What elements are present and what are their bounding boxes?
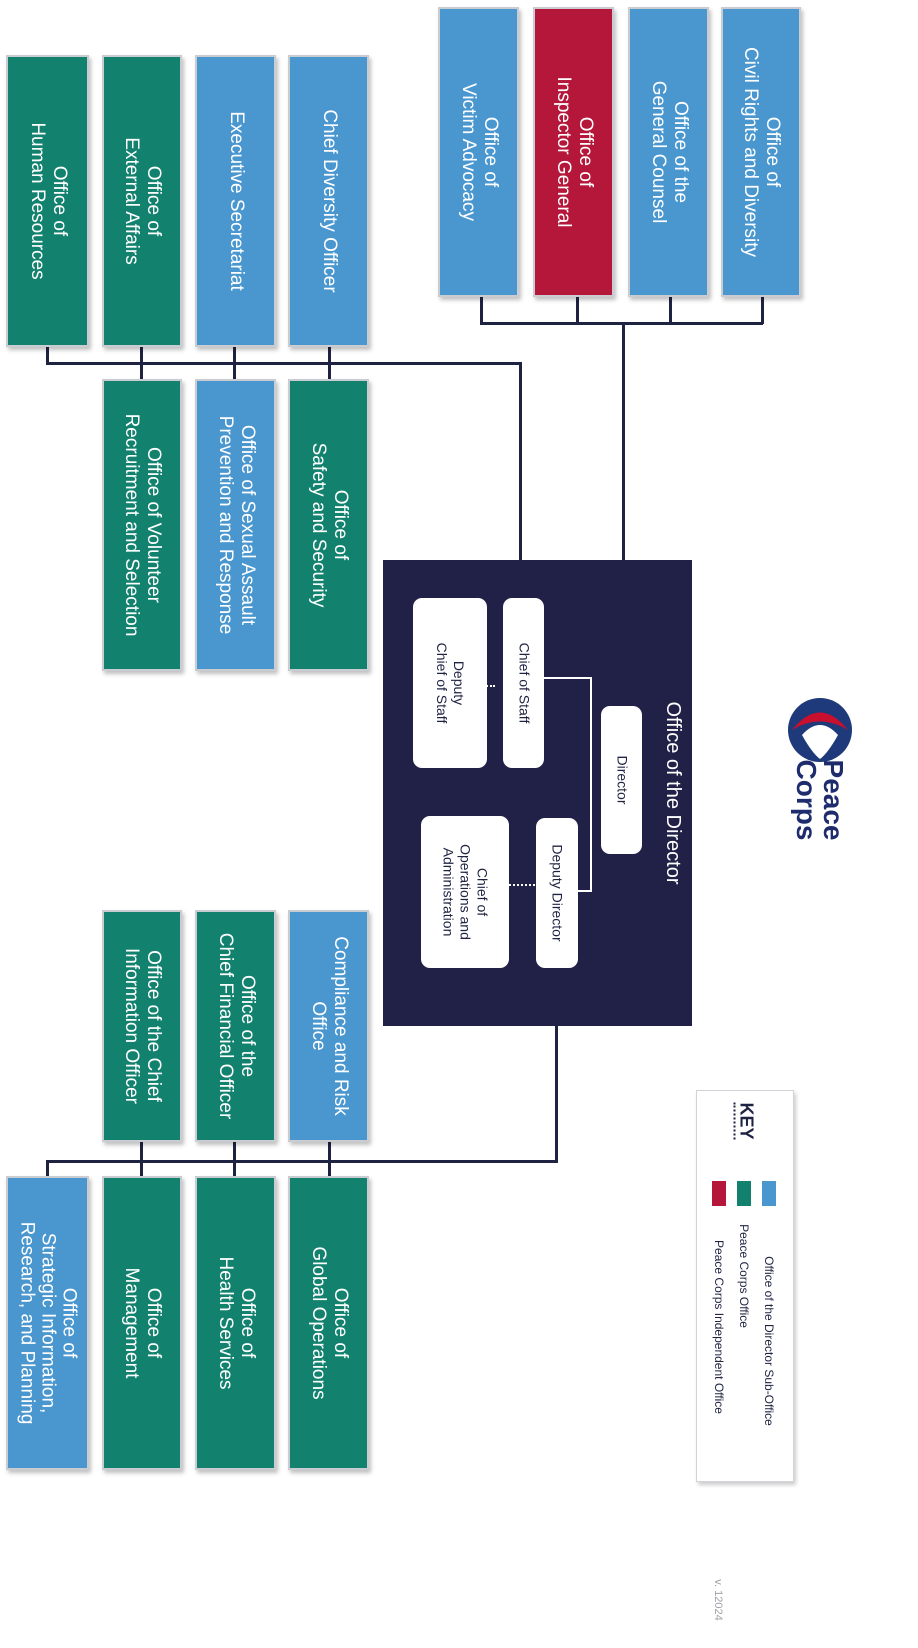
key-swatch-blue <box>762 1181 776 1206</box>
version-label: v. 12024 <box>712 1579 724 1621</box>
office-cfo-label: Office of the Chief Financial Officer <box>214 932 258 1120</box>
deputy-director-label: Deputy Director <box>549 844 566 942</box>
office-safety-security-label: Office of Safety and Security <box>307 442 351 608</box>
peace-corps-logo: Peace Corps <box>772 695 868 840</box>
office-external-affairs-label: Office of External Affairs <box>121 137 164 265</box>
office-civil-rights-box: Office of Civil Rights and Diversity <box>721 7 801 297</box>
peace-corps-emblem-icon <box>788 698 852 762</box>
key-swatch-teal <box>737 1181 751 1206</box>
key-legend: KEY Office of the Director Sub-Office Pe… <box>696 1090 794 1482</box>
office-volunteer-recruitment-label: Office of Volunteer Recruitment and Sele… <box>121 413 164 637</box>
office-inspector-general-label: Office of Inspector General <box>552 76 596 228</box>
deputy-chief-of-staff-label: Deputy Chief of Staff <box>434 642 467 724</box>
executive-secretariat-label: Executive Secretariat <box>225 111 247 291</box>
chief-ops-admin-box: Chief of Operations and Administration <box>421 816 509 968</box>
office-volunteer-recruitment-box: Office of Volunteer Recruitment and Sele… <box>102 379 182 671</box>
office-management-label: Office of Management <box>121 1267 164 1379</box>
compliance-risk-office-label: Compliance and Risk Office <box>307 936 351 1116</box>
office-management-box: Office of Management <box>102 1176 182 1470</box>
logo-word-peace: Peace <box>818 759 849 841</box>
office-inspector-general-box: Office of Inspector General <box>533 7 614 297</box>
key-label-independent-office: Peace Corps Independent Office <box>712 1240 726 1414</box>
office-cfo-box: Office of the Chief Financial Officer <box>195 910 276 1142</box>
key-swatch-red <box>712 1181 726 1206</box>
deputy-director-box: Deputy Director <box>536 818 578 968</box>
key-label-director-sub-office: Office of the Director Sub-Office <box>762 1256 776 1426</box>
chief-diversity-officer-box: Chief Diversity Officer <box>288 55 369 347</box>
executive-secretariat-box: Executive Secretariat <box>195 55 276 347</box>
office-cio-label: Office of the Chief Information Officer <box>121 948 164 1104</box>
office-health-services-label: Office of Health Services <box>214 1256 258 1390</box>
key-label-peace-corps-office: Peace Corps Office <box>737 1224 751 1328</box>
chief-of-staff-label: Chief of Staff <box>516 642 532 724</box>
logo-word-corps: Corps <box>791 759 822 841</box>
office-strategic-info-label: Office of Strategic Information, Researc… <box>16 1221 79 1425</box>
office-global-operations-label: Office of Global Operations <box>307 1246 351 1400</box>
office-general-counsel-label: Office of the General Counsel <box>647 80 691 224</box>
office-victim-advocacy-box: Office of Victim Advocacy <box>438 7 519 297</box>
office-of-the-director-box: Office of the Director Director Chief of… <box>383 560 692 1026</box>
office-of-director-title: Office of the Director <box>662 701 684 885</box>
office-safety-security-box: Office of Safety and Security <box>288 379 369 671</box>
chief-of-staff-box: Chief of Staff <box>503 598 544 768</box>
director-box: Director <box>601 706 642 854</box>
office-global-operations-box: Office of Global Operations <box>288 1176 369 1470</box>
office-external-affairs-box: Office of External Affairs <box>102 55 182 347</box>
office-victim-advocacy-label: Office of Victim Advocacy <box>457 83 501 221</box>
chief-diversity-officer-label: Chief Diversity Officer <box>318 109 340 293</box>
office-sexual-assault-label: Office of Sexual Assault Prevention and … <box>214 415 258 635</box>
deputy-chief-of-staff-box: Deputy Chief of Staff <box>413 598 487 768</box>
office-sexual-assault-box: Office of Sexual Assault Prevention and … <box>195 379 276 671</box>
office-health-services-box: Office of Health Services <box>195 1176 276 1470</box>
chief-ops-admin-label: Chief of Operations and Administration <box>440 844 491 940</box>
key-title: KEY <box>733 1102 757 1140</box>
office-cio-box: Office of the Chief Information Officer <box>102 910 182 1142</box>
office-human-resources-box: Office of Human Resources <box>6 55 89 347</box>
compliance-risk-office-box: Compliance and Risk Office <box>288 910 369 1142</box>
office-strategic-info-box: Office of Strategic Information, Researc… <box>6 1176 89 1470</box>
office-general-counsel-box: Office of the General Counsel <box>628 7 709 297</box>
office-human-resources-label: Office of Human Resources <box>26 122 70 280</box>
office-civil-rights-label: Office of Civil Rights and Diversity <box>740 46 783 258</box>
director-label: Director <box>614 755 630 805</box>
